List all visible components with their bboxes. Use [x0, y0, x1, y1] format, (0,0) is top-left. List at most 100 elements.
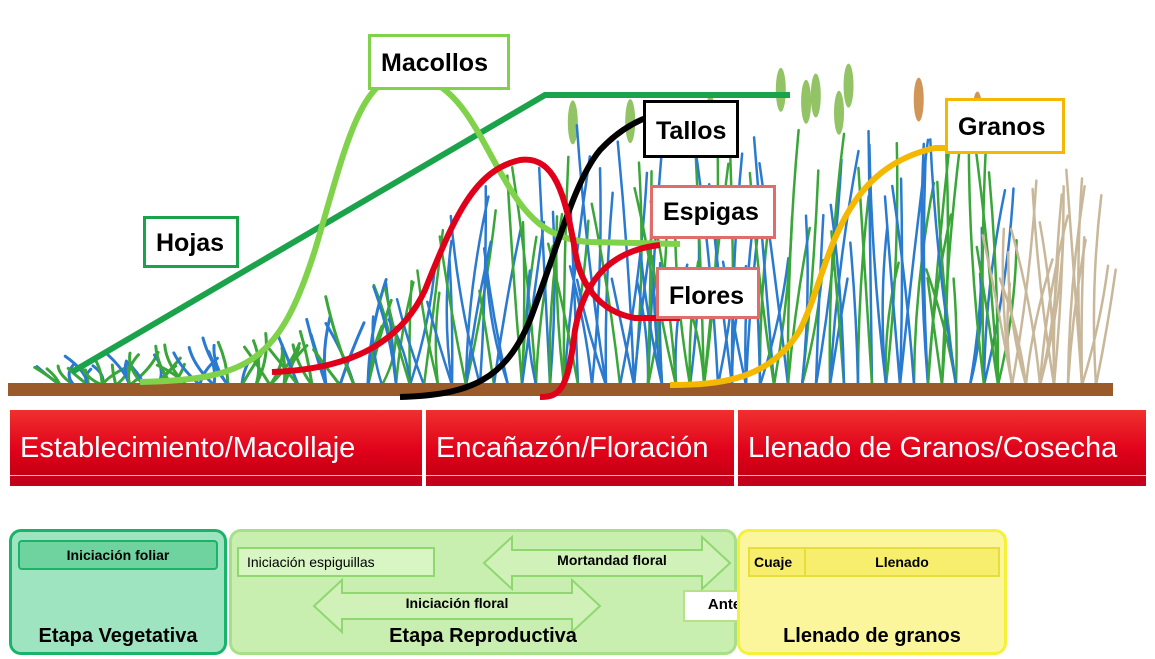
- plant-leaf: [575, 278, 608, 387]
- plant-leaf: [800, 214, 809, 387]
- plant-leaf: [968, 272, 983, 387]
- iniciacion-floral-arrow: [312, 578, 602, 634]
- panel-reproductiva: Iniciación espiguillas Mortandad floral …: [229, 529, 737, 655]
- plant-leaf: [187, 345, 216, 387]
- plant-leaf: [445, 239, 454, 387]
- plant-leaf: [828, 132, 846, 387]
- flores-label: Flores: [656, 267, 760, 319]
- plant-leaf: [448, 258, 454, 387]
- plant-leaf: [786, 128, 800, 387]
- plant-leaf: [590, 202, 622, 387]
- wheat-spike: [775, 67, 786, 112]
- stage-encanazon: Encañazón/Floración: [426, 410, 734, 486]
- plant-leaf: [814, 213, 825, 387]
- wheat-spike: [834, 90, 845, 135]
- plant-leaf: [371, 315, 384, 387]
- hojas-label: Hojas: [143, 216, 239, 268]
- wheat-spike: [913, 77, 924, 122]
- plant-leaf: [324, 295, 356, 387]
- plant-leaf: [898, 177, 904, 387]
- plant-leaf: [1065, 168, 1084, 387]
- plant-leaf: [434, 291, 441, 387]
- plant-leaf: [464, 195, 490, 387]
- wheat-spike: [810, 73, 821, 118]
- plant-leaf: [828, 149, 860, 387]
- plant-leaf: [416, 269, 440, 387]
- plant-leaf: [1052, 193, 1064, 387]
- wheat-spike: [567, 100, 578, 145]
- plant-leaf: [562, 155, 570, 387]
- granos-label: Granos: [945, 98, 1065, 154]
- plant-leaf: [1007, 250, 1028, 387]
- plant-leaf: [912, 181, 936, 387]
- granos-curve: [669, 145, 968, 388]
- tallos-label: Tallos: [643, 100, 739, 158]
- plant-leaf: [94, 359, 104, 387]
- plant-leaf: [926, 276, 944, 387]
- flores-curve: [539, 242, 661, 400]
- plant-leaf: [383, 287, 412, 387]
- plant-leaf: [1052, 185, 1065, 387]
- plant-leaf: [975, 245, 1000, 387]
- plant-leaf: [616, 140, 636, 387]
- panel-llenado: Cuaje Llenado Llenado de granos: [737, 529, 1007, 655]
- plant-leaf: [395, 297, 426, 387]
- plant-leaf: [267, 347, 300, 387]
- plant-leaf: [694, 143, 706, 387]
- plant-leaf: [426, 300, 454, 387]
- plant-leaf: [987, 171, 1000, 387]
- plant-leaf: [568, 265, 594, 387]
- plant-leaf: [967, 133, 986, 387]
- iniciacion-foliar-bar: Iniciación foliar: [18, 540, 218, 570]
- plant-leaf: [1092, 194, 1103, 387]
- plant-leaf: [1009, 227, 1042, 387]
- plant-leaf: [929, 138, 958, 387]
- plant-leaf: [828, 277, 849, 387]
- plant-leaf: [252, 339, 261, 387]
- plant-leaf: [829, 203, 846, 387]
- macollos-label: Macollos: [368, 34, 510, 90]
- stage-llenado: Llenado de Granos/Cosecha: [738, 410, 1146, 486]
- plant-leaf: [940, 141, 962, 387]
- plant-leaf: [1094, 268, 1117, 387]
- llenado-bar: Llenado: [804, 547, 1000, 577]
- mortandad-floral-arrow: [482, 535, 732, 591]
- plant-leaf: [201, 336, 230, 387]
- plant-leaf: [464, 240, 493, 387]
- plant-leaf: [981, 138, 988, 387]
- plant-leaf: [752, 136, 776, 387]
- mortandad-floral-label: Mortandad floral: [557, 552, 667, 568]
- plant-leaf: [575, 123, 608, 387]
- plant-leaf: [562, 155, 592, 387]
- cuaje-bar: Cuaje: [748, 547, 806, 577]
- plant-leaf: [172, 351, 202, 387]
- stage-establecimiento: Establecimiento/Macollaje: [10, 410, 422, 486]
- etapa-reproductiva-title: Etapa Reproductiva: [389, 625, 577, 647]
- plant-leaf: [884, 141, 899, 387]
- wheat-spike: [801, 79, 812, 124]
- espigas-curve: [271, 156, 680, 375]
- plant-leaf: [883, 195, 902, 387]
- plant-leaf: [338, 321, 366, 387]
- plant-leaf: [891, 184, 916, 387]
- plant-leaf: [618, 171, 649, 387]
- espigas-label: Espigas: [650, 185, 776, 239]
- llenado-de-granos-title: Llenado de granos: [783, 625, 961, 647]
- plant-leaf: [309, 333, 328, 387]
- crop-cycle-diagram: [8, 63, 1117, 400]
- plant-leaf: [922, 157, 930, 387]
- plant-leaf: [610, 277, 636, 387]
- plant-leaf: [216, 340, 230, 387]
- iniciacion-espiguillas-bar: Iniciación espiguillas: [237, 547, 435, 577]
- plant-leaf: [868, 143, 888, 387]
- plant-leaf: [506, 174, 524, 387]
- plant-leaf: [478, 185, 488, 387]
- panel-vegetativa: Iniciación foliar Etapa Vegetativa: [9, 529, 227, 655]
- wheat-spike: [625, 99, 636, 144]
- plant-leaf: [482, 247, 510, 387]
- plant-leaf: [998, 277, 1028, 387]
- plant-leaf: [952, 277, 958, 387]
- plant-leaf: [127, 353, 140, 387]
- plant-leaf: [387, 318, 412, 387]
- iniciacion-floral-label: Iniciación floral: [405, 595, 509, 611]
